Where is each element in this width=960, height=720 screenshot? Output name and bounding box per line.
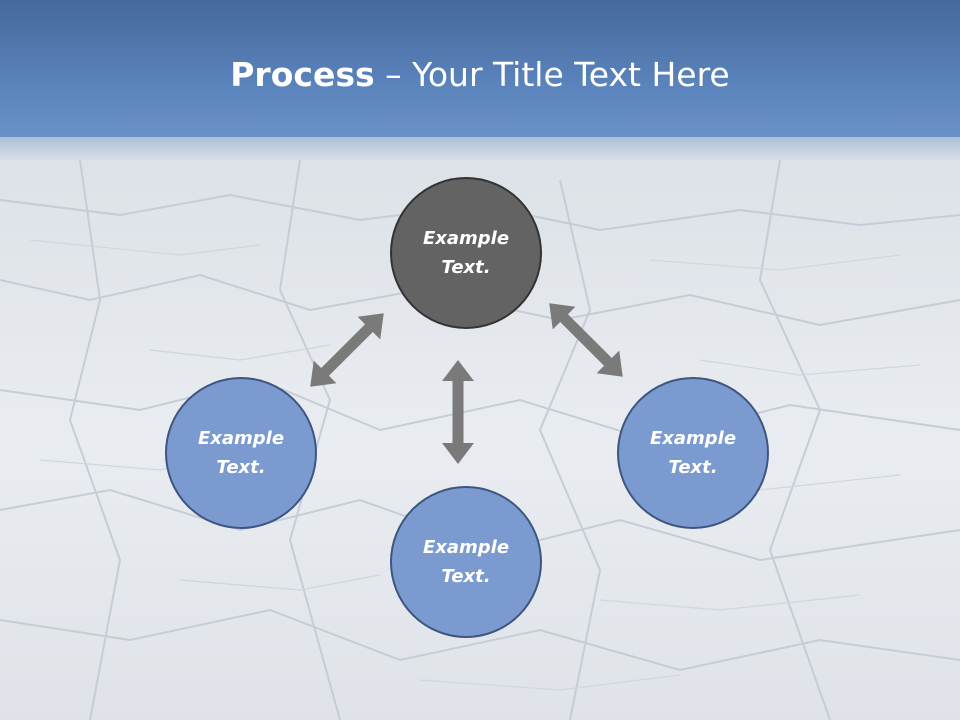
node-label: Example Text. xyxy=(422,537,510,587)
process-node-left[interactable]: Example Text. xyxy=(165,377,317,529)
node-label: Example Text. xyxy=(422,228,510,278)
title-bar: Process – Your Title Text Here xyxy=(0,0,960,137)
process-node-top[interactable]: Example Text. xyxy=(390,177,542,329)
node-label: Example Text. xyxy=(649,428,737,478)
process-node-right[interactable]: Example Text. xyxy=(617,377,769,529)
title-rest: – Your Title Text Here xyxy=(374,55,730,94)
process-node-bottom[interactable]: Example Text. xyxy=(390,486,542,638)
node-label: Example Text. xyxy=(197,428,285,478)
title-bold: Process xyxy=(230,55,375,94)
slide-title[interactable]: Process – Your Title Text Here xyxy=(0,52,960,98)
